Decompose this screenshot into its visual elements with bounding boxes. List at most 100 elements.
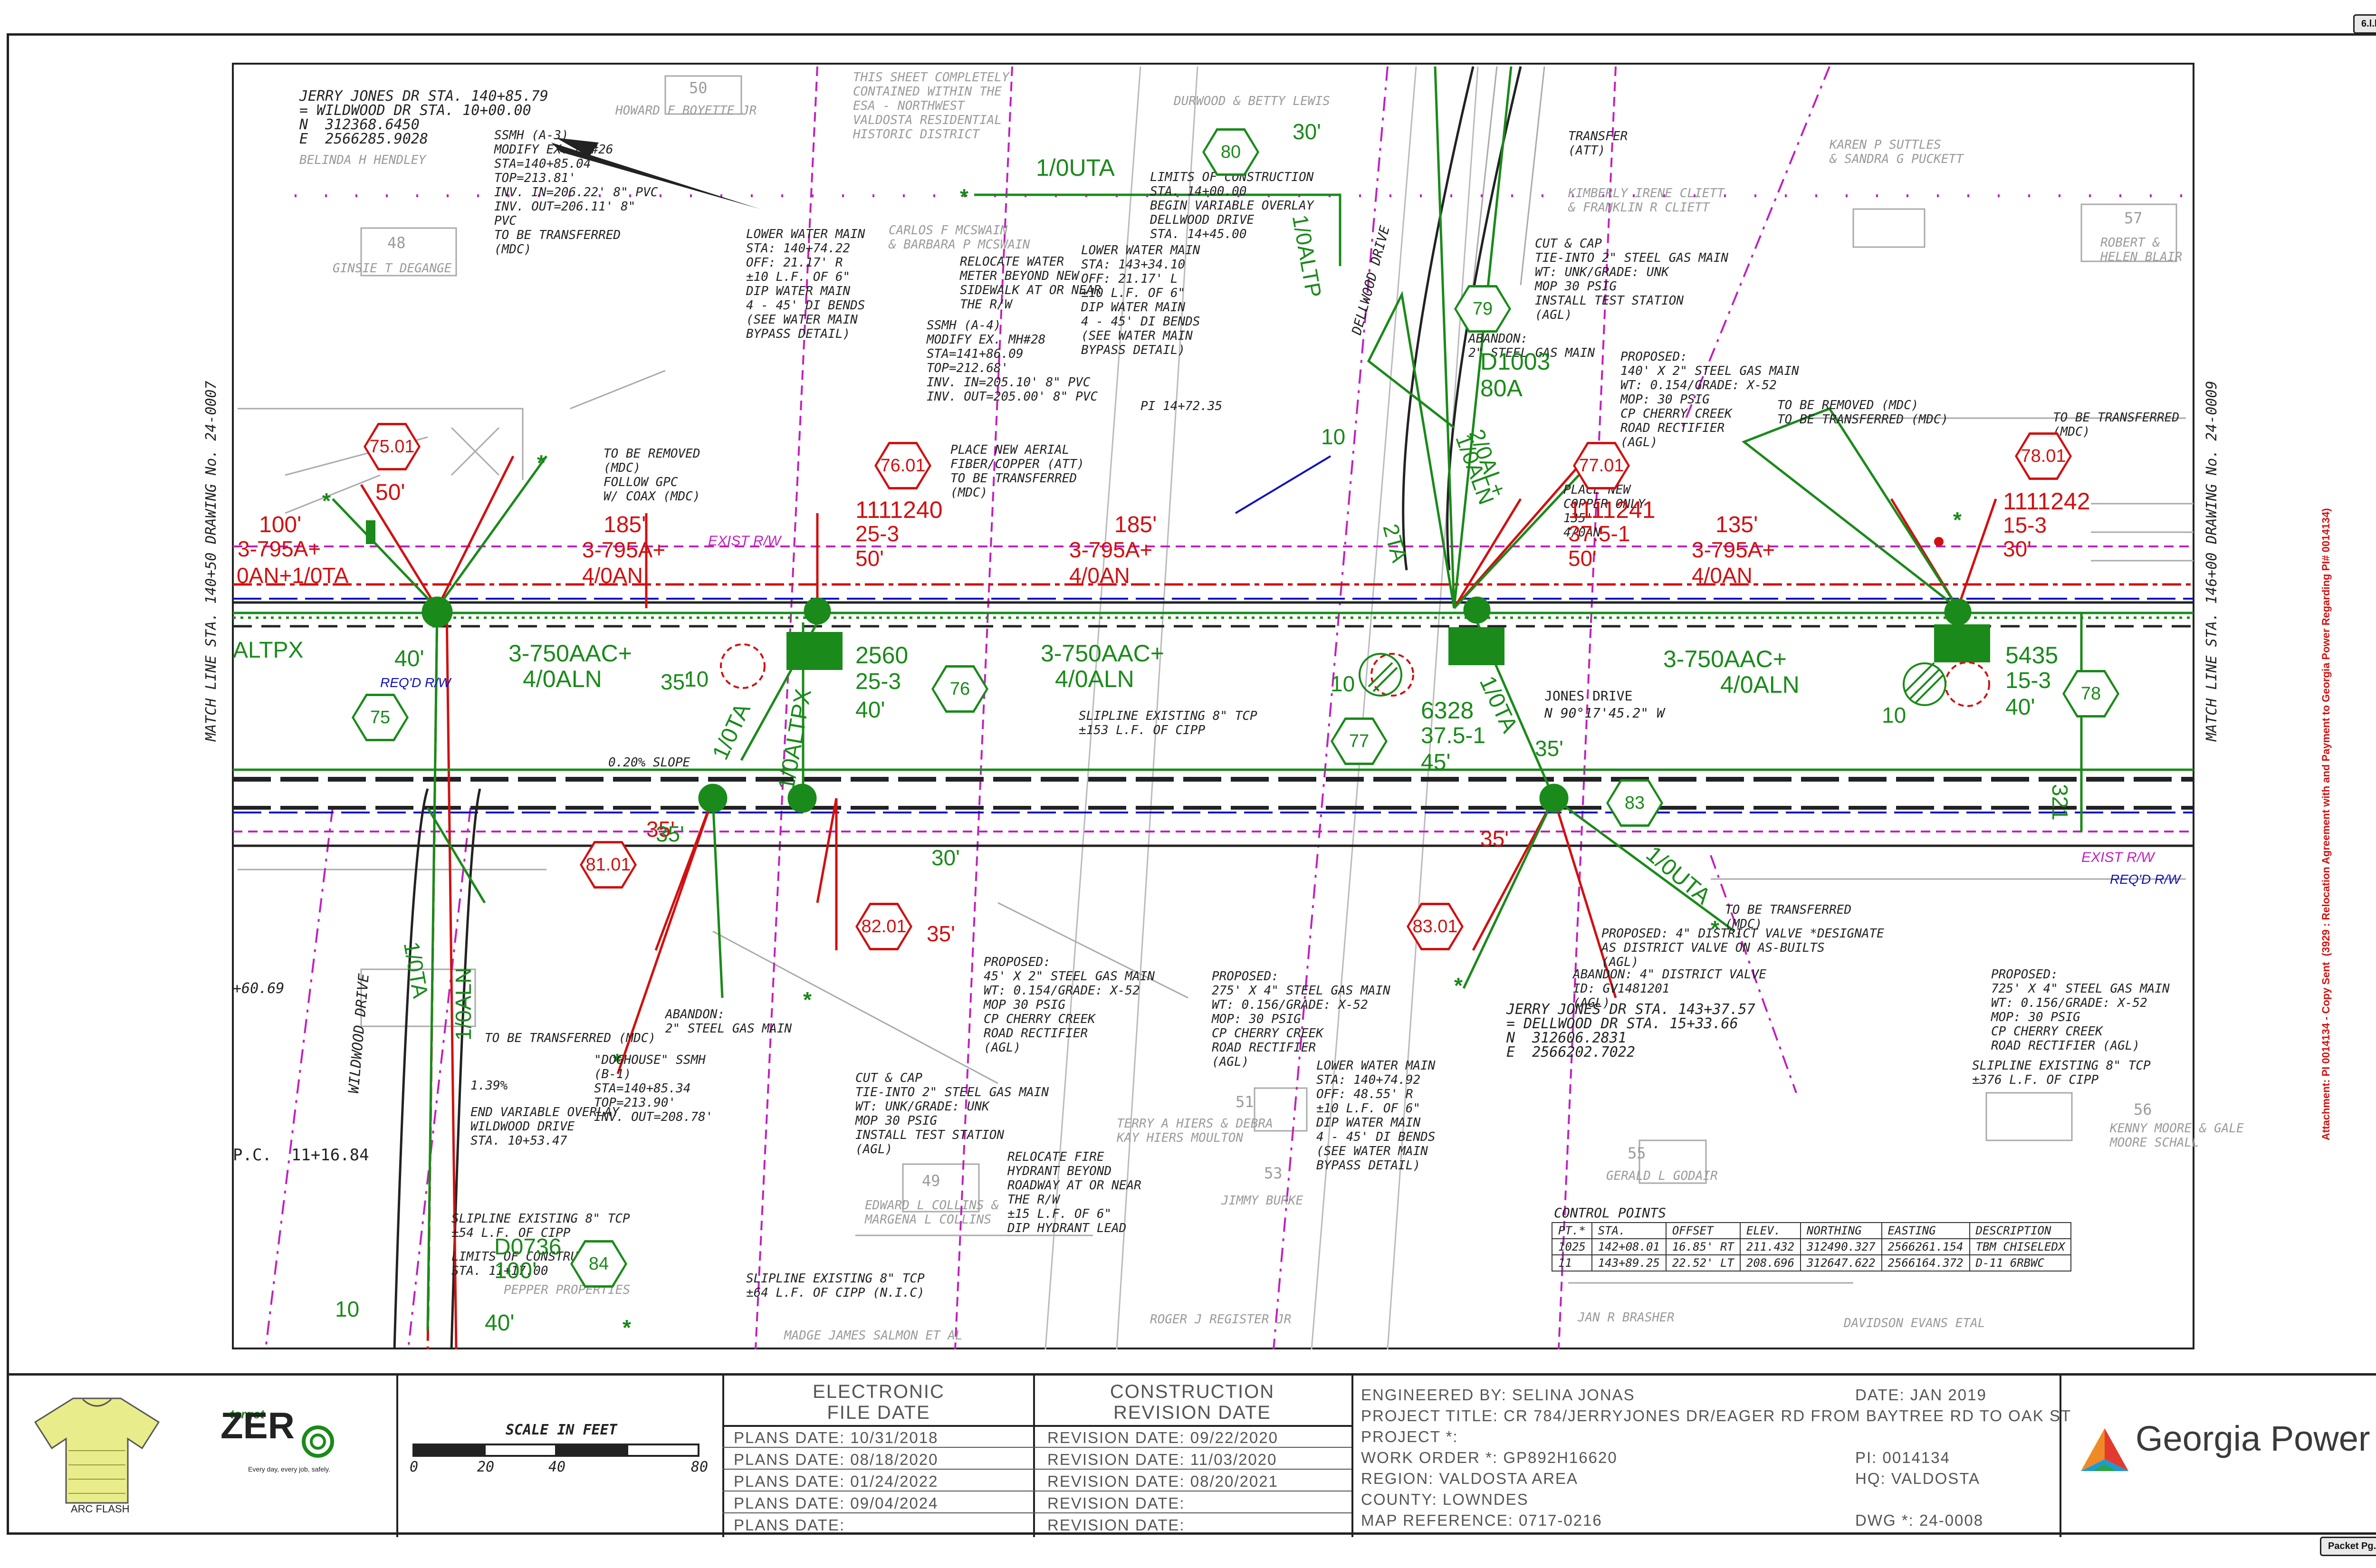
red-span-label: 50' [1568, 546, 1597, 571]
plans-date: PLANS DATE: 10/31/2018 [734, 1429, 939, 1446]
owner-name: GINSIE T DEGANGE [333, 261, 452, 276]
green-span-label: 40' [2005, 695, 2035, 720]
reqd-rw-label: REQ'D R/W [380, 675, 451, 690]
revision-date: REVISION DATE: [1047, 1494, 1185, 1512]
lot-number: 51 [1236, 1093, 1254, 1111]
green-anchor-label: 10 [1321, 424, 1346, 449]
svg-text:*: * [1711, 916, 1719, 941]
green-pole-number: 321 [2048, 784, 2072, 821]
transfer-att-note: TRANSFER (ATT) [1568, 129, 1628, 158]
abandon-note-1: ABANDON: 2" STEEL GAS MAIN [1468, 332, 1595, 360]
table-row: 11 143+89.25 22.52' LT 208.696 312647.62… [1552, 1254, 2072, 1272]
plans-date: PLANS DATE: 09/04/2024 [734, 1494, 939, 1512]
red-span-label: 100' [259, 512, 302, 537]
svg-text:*: * [623, 1315, 631, 1340]
red-span-label: 30' [2003, 536, 2031, 561]
red-pole-number: 1111241 [1568, 497, 1656, 523]
green-conductor-label: 2TA [1378, 521, 1412, 565]
table-row: 1025 142+08.01 16.85' RT 211.432 312490.… [1552, 1238, 2072, 1255]
pc-station: P.C. 11+16.84 [233, 1146, 369, 1165]
revision-date: REVISION DATE: 11/03/2020 [1047, 1451, 1277, 1468]
red-transformer-label: 25-3 [855, 521, 900, 546]
remove-transfer-mdc: TO BE REMOVED (MDC) TO BE TRANSFERRED (M… [1777, 398, 1949, 427]
green-pole-number: 2560 [855, 642, 909, 669]
table-header: PT.* [1552, 1222, 1592, 1239]
green-conductor-label: 4/0ALN [523, 666, 602, 692]
svg-text:*: * [1953, 507, 1962, 532]
relocate-hydrant-note: RELOCATE FIRE HYDRANT BEYOND ROADWAY AT … [1007, 1150, 1141, 1235]
owner-name: KENNY MOORE & GALE MOORE SCHALL [2110, 1121, 2244, 1150]
green-conductor-label: 1/0TA [399, 940, 433, 1000]
lot-number: 53 [1264, 1164, 1283, 1182]
scale-tick: 0 [410, 1459, 419, 1475]
table-cell: D-11 6RBWC [1969, 1254, 2072, 1272]
slipline-right: SLIPLINE EXISTING 8" TCP ±376 L.F. OF CI… [1972, 1059, 2151, 1087]
target-zero-logo: ZER [220, 1405, 295, 1446]
ssmh-a3-note: SSMH (A-3) MODIFY EX. MH#26 STA=140+85.0… [494, 128, 658, 257]
owner-name: MADGE JAMES SALMON ET AL [784, 1329, 963, 1343]
owner-name: JAN R BRASHER [1578, 1310, 1675, 1325]
sheet-border [7, 33, 2376, 1535]
red-pole-number: 1111240 [855, 497, 943, 523]
red-hex-pole-tag: 77.01 [1573, 442, 1630, 489]
transfer-mdc-right: TO BE TRANSFERRED (MDC) [2053, 411, 2180, 439]
owner-name: DURWOOD & BETTY LEWIS [1174, 94, 1330, 108]
construction-date-header: CONSTRUCTION REVISION DATE [1110, 1381, 1275, 1423]
divider [722, 1447, 1351, 1448]
owner-name: HOWARD F BOYETTE JR [615, 104, 757, 118]
sheet-tag: 6.l.b [2353, 14, 2376, 34]
divider [1351, 1376, 1353, 1537]
divider [722, 1491, 1351, 1492]
red-hex-pole-tag: 82.01 [855, 903, 912, 950]
exist-rw-label: EXIST R/W [2081, 850, 2155, 865]
control-points-table: PT.* STA. OFFSET ELEV. NORTHING EASTING … [1552, 1222, 2072, 1272]
table-cell: 22.52' LT [1665, 1254, 1741, 1272]
divider [1033, 1376, 1035, 1537]
green-anchor-label: 10 [1331, 671, 1355, 696]
control-points-title: CONTROL POINTS [1554, 1205, 1667, 1221]
red-span-label: 50' [375, 480, 405, 505]
green-span-label: 35' [1535, 736, 1563, 761]
owner-name: TERRY A HIERS & DEBRA KAY HIERS MOULTON [1117, 1117, 1273, 1145]
table-header: STA. [1591, 1222, 1667, 1239]
red-span-label: 135' [1715, 512, 1758, 537]
owner-name: BELINDA H HENDLEY [299, 153, 426, 167]
lower-water-main-note-3: LOWER WATER MAIN STA: 140+74.92 OFF: 48.… [1316, 1059, 1436, 1173]
proposed-valve: PROPOSED: 4" DISTRICT VALVE *DESIGNATE A… [1601, 927, 1884, 969]
green-hex-pole-tag: 79 [1454, 285, 1511, 333]
green-device-label: D0736 [494, 1234, 562, 1260]
station-60-69: +60.69 [233, 980, 285, 997]
north-arrow-icon [551, 138, 760, 209]
lot-number: 57 [2124, 209, 2143, 227]
lot-number: 49 [922, 1172, 940, 1190]
table-cell: 11 [1552, 1254, 1592, 1272]
limits-construction-note-2: LIMITS OF CONSTRUCTION STA. 11+17.00 [451, 1250, 615, 1278]
proposed-gas-main-1: PROPOSED: 140' X 2" STEEL GAS MAIN WT: 0… [1620, 350, 1799, 449]
table-header: NORTHING [1800, 1222, 1882, 1239]
green-span-label: 45' [1421, 750, 1451, 775]
green-span-label: 35' [656, 822, 684, 846]
red-transformer-label: 37.5-1 [1568, 521, 1630, 546]
engineered-by: ENGINEERED BY: SELINA JONAS [1361, 1386, 1635, 1404]
project-title: PROJECT TITLE: CR 784/JERRYJONES DR/EAGE… [1361, 1407, 2072, 1425]
plans-date: PLANS DATE: 01/24/2022 [734, 1472, 939, 1490]
divider [722, 1376, 724, 1537]
owner-name: ROGER J REGISTER JR [1150, 1312, 1292, 1327]
arc-flash-label: ARC FLASH [71, 1503, 130, 1515]
revision-date: REVISION DATE: [1047, 1516, 1185, 1534]
lower-water-main-note-1: LOWER WATER MAIN STA: 140+74.22 OFF: 21.… [746, 227, 865, 341]
green-span-label: 30' [1293, 119, 1321, 144]
red-conductor-label: 3-795A+ [1692, 537, 1775, 562]
revision-date: REVISION DATE: 09/22/2020 [1047, 1429, 1278, 1446]
relocate-meter-note: RELOCATE WATER METER BEYOND NEW SIDEWALK… [960, 255, 1102, 312]
revision-date: REVISION DATE: 08/20/2021 [1047, 1472, 1278, 1490]
red-transformer-label: 15-3 [2003, 513, 2047, 537]
green-transformer-label: 25-3 [855, 669, 901, 694]
target-zero-icon [302, 1425, 334, 1458]
table-cell: 312490.327 [1800, 1238, 1882, 1255]
red-span-label: 185' [604, 512, 646, 537]
green-conductor-label: 1/0ALN [451, 967, 476, 1041]
transfer-note-2: TO BE TRANSFERRED (MDC) [1725, 903, 1852, 931]
red-hex-pole-tag: 78.01 [2015, 432, 2072, 480]
